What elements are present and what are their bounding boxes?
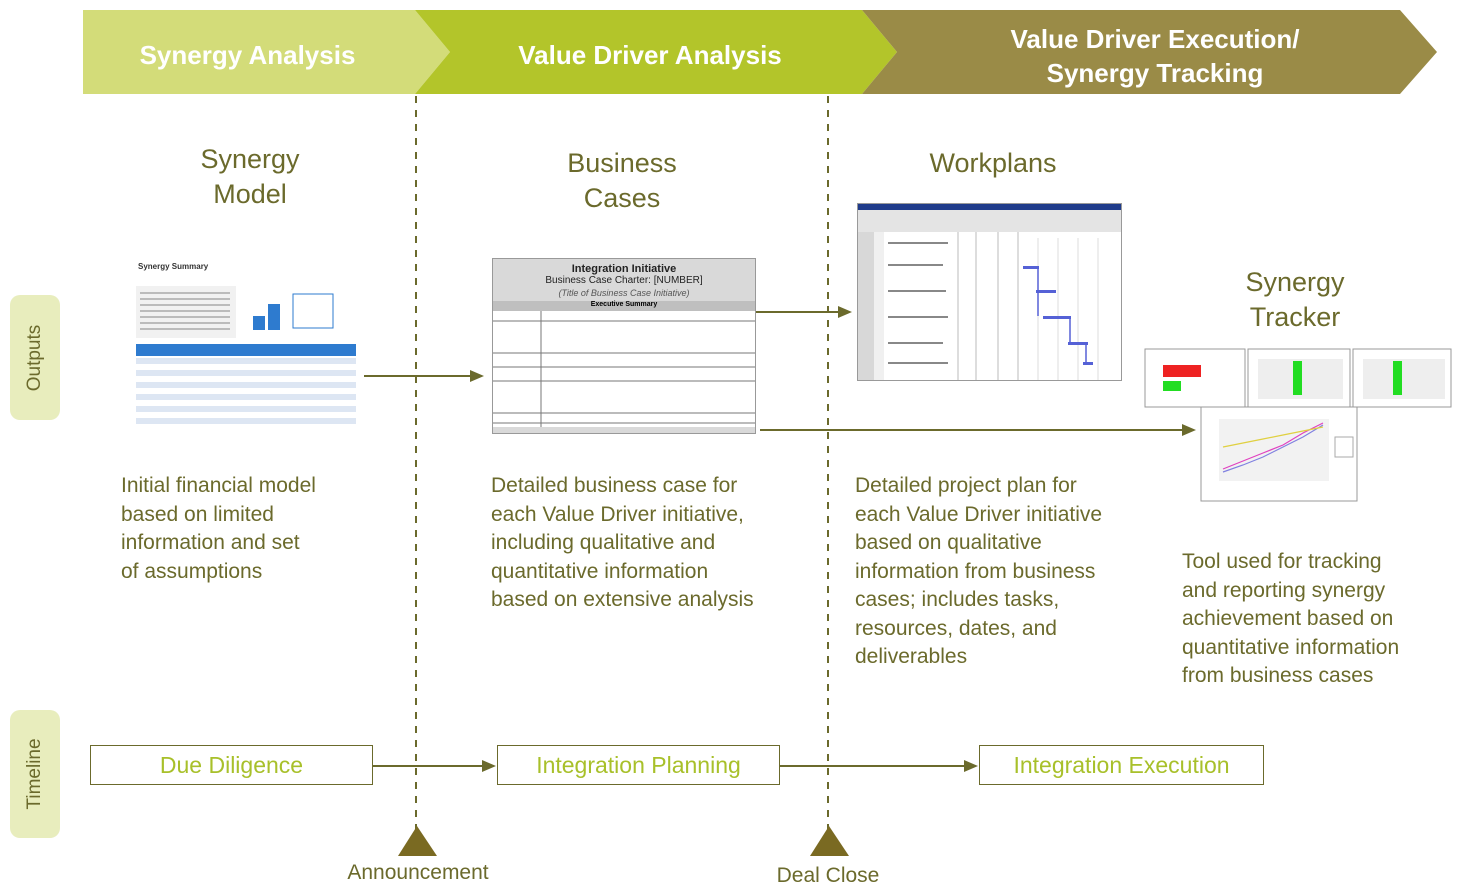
desc-line: quantitative information (491, 559, 709, 583)
title-line2: Tracker (1249, 302, 1341, 332)
workplan-thumbnail (857, 203, 1122, 381)
desc-line: based on extensive analysis (491, 588, 754, 611)
bc-subtitle2: (Title of Business Case Initiative) (558, 288, 690, 298)
desc-line: based on qualitative (855, 531, 1042, 554)
phase-chevron-synergy-analysis (83, 10, 450, 94)
synergy-model-thumbnail: Synergy Summary (128, 256, 364, 434)
synergy-model-title: Synergy Model (150, 142, 350, 212)
title-line1: Synergy (200, 144, 300, 174)
outputs-tab-label: Outputs (24, 324, 45, 391)
phase-label-value-driver-analysis: Value Driver Analysis (518, 40, 782, 70)
desc-line: of assumptions (121, 559, 263, 583)
business-case-grid (493, 311, 755, 433)
synergy-tracker-title: Synergy Tracker (1195, 265, 1395, 335)
business-cases-description: Detailed business case for each Value Dr… (491, 472, 821, 615)
desc-line: resources, dates, and (855, 616, 1057, 640)
desc-line: quantitative information (1182, 635, 1400, 659)
business-case-header: Integration Initiative Business Case Cha… (493, 259, 755, 301)
desc-line: Detailed business case for (491, 474, 738, 497)
phase-label-synergy-analysis: Synergy Analysis (139, 40, 356, 70)
title-line1: Workplans (929, 148, 1057, 178)
desc-line: each Value Driver initiative, (491, 502, 744, 526)
synergy-model-sketch (136, 286, 356, 424)
workplans-title: Workplans (893, 146, 1093, 181)
announcement-label: Announcement (347, 861, 489, 884)
desc-line: information and set (121, 531, 300, 554)
title-line2: Cases (583, 183, 661, 213)
synergy-model-description: Initial financial model based on limited… (121, 472, 401, 586)
synergy-tracker-sketch (1144, 348, 1452, 502)
timeline-tab-label: Timeline (24, 738, 45, 810)
title-line2: Model (213, 179, 287, 209)
output-flow-arrows (364, 306, 1196, 436)
business-cases-title: Business Cases (522, 146, 722, 216)
bc-subtitle: Business Case Charter: [NUMBER] (545, 275, 703, 286)
desc-line: cases; includes tasks, (855, 588, 1060, 611)
timeline-tab: Timeline (10, 710, 60, 838)
desc-line: information from business (855, 559, 1096, 583)
synergy-tracker-thumbnail (1143, 347, 1453, 503)
phase-label-line1: Value Driver Execution/ (1010, 24, 1300, 54)
timeline-due-diligence: Due Diligence (90, 745, 373, 785)
phase-label-value-driver-execution: Value Driver Execution/ Synergy Tracking (905, 22, 1405, 90)
desc-line: including qualitative and (491, 531, 716, 554)
timeline-integration-planning: Integration Planning (497, 745, 780, 785)
desc-line: Tool used for tracking (1182, 550, 1382, 573)
workplans-description: Detailed project plan for each Value Dri… (855, 472, 1155, 672)
deal-close-marker (810, 826, 849, 856)
desc-line: based on limited (121, 502, 274, 526)
title-line1: Business (567, 148, 677, 178)
workplan-sketch (858, 204, 1121, 380)
deal-close-label: Deal Close (776, 864, 880, 887)
phase-chevron-value-driver-analysis (415, 10, 897, 94)
phase-chevron-value-driver-execution (862, 10, 1437, 94)
desc-line: Initial financial model (121, 474, 316, 497)
bc-summary-bar: Executive Summary (493, 301, 755, 311)
thumbnail-title: Synergy Summary (138, 262, 209, 271)
desc-line: each Value Driver initiative (855, 502, 1103, 526)
desc-line: from business cases (1182, 664, 1374, 687)
title-line1: Synergy (1245, 267, 1345, 297)
bc-title: Integration Initiative (571, 263, 677, 275)
desc-line: achievement based on (1182, 607, 1394, 630)
outputs-tab: Outputs (10, 295, 60, 420)
business-case-thumbnail: Integration Initiative Business Case Cha… (492, 258, 756, 434)
phase-label-line2: Synergy Tracking (1046, 58, 1264, 88)
desc-line: and reporting synergy (1182, 578, 1386, 602)
announcement-marker (398, 826, 437, 856)
desc-line: Detailed project plan for (855, 474, 1077, 497)
timeline-integration-execution: Integration Execution (979, 745, 1264, 785)
desc-line: deliverables (855, 645, 968, 668)
synergy-tracker-description: Tool used for tracking and reporting syn… (1182, 548, 1454, 691)
timeline-arrows (373, 760, 978, 772)
